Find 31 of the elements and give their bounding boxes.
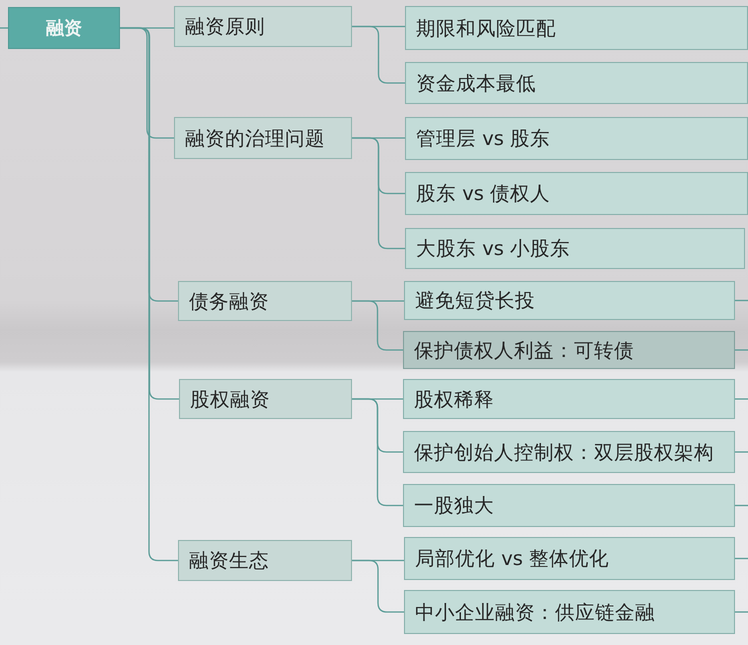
connector-line [735, 398, 748, 400]
subtopic-box: 中小企业融资：供应链金融 [404, 590, 735, 634]
subtopic-box: 大股东 vs 小股东 [405, 228, 745, 269]
connector-line [735, 558, 748, 560]
connector-line [352, 398, 403, 506]
connector-line [352, 560, 404, 613]
subtopic-box: 一股独大 [403, 484, 735, 527]
topic-box: 债务融资 [178, 281, 352, 321]
connector-line [735, 300, 748, 302]
subtopic-box: 资金成本最低 [405, 62, 748, 104]
subtopic-box: 避免短贷长投 [404, 281, 735, 320]
connector-line [352, 137, 405, 250]
connector-line [120, 27, 178, 562]
topic-box: 融资生态 [178, 540, 352, 581]
topic-box: 股权融资 [179, 379, 352, 419]
topic-box: 融资的治理问题 [174, 117, 352, 159]
connector-line [352, 26, 405, 84]
subtopic-box: 股东 vs 债权人 [405, 172, 748, 215]
subtopic-box: 保护债权人利益：可转债 [403, 331, 735, 369]
subtopic-box: 局部优化 vs 整体优化 [404, 537, 735, 580]
connector-line [735, 504, 748, 506]
subtopic-box: 管理层 vs 股东 [405, 117, 748, 160]
subtopic-box: 期限和风险匹配 [405, 6, 748, 50]
connector-line [735, 349, 748, 351]
subtopic-box: 股权稀释 [403, 379, 735, 419]
root-topic-box: 融资 [8, 7, 120, 49]
topic-box: 融资原则 [174, 6, 352, 47]
subtopic-box: 保护创始人控制权：双层股权架构 [403, 431, 735, 473]
connector-line [352, 300, 403, 351]
connector-line [735, 451, 748, 453]
connector-line [735, 611, 748, 613]
